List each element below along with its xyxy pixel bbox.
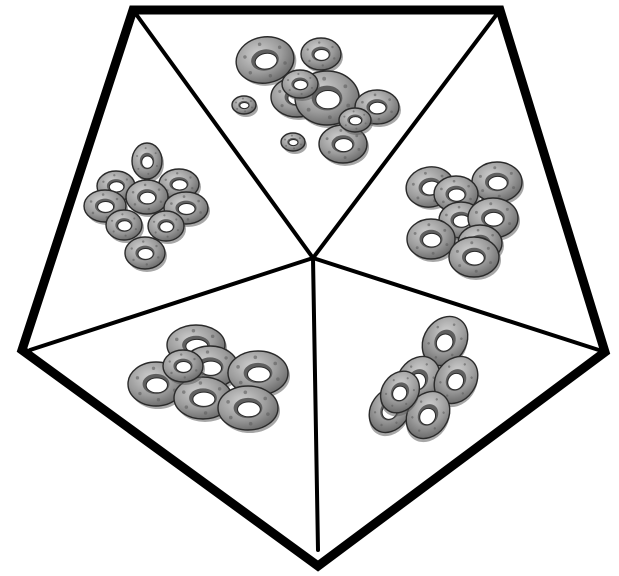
pentagon-diagram bbox=[0, 0, 619, 576]
pentagon-figure bbox=[0, 0, 619, 576]
